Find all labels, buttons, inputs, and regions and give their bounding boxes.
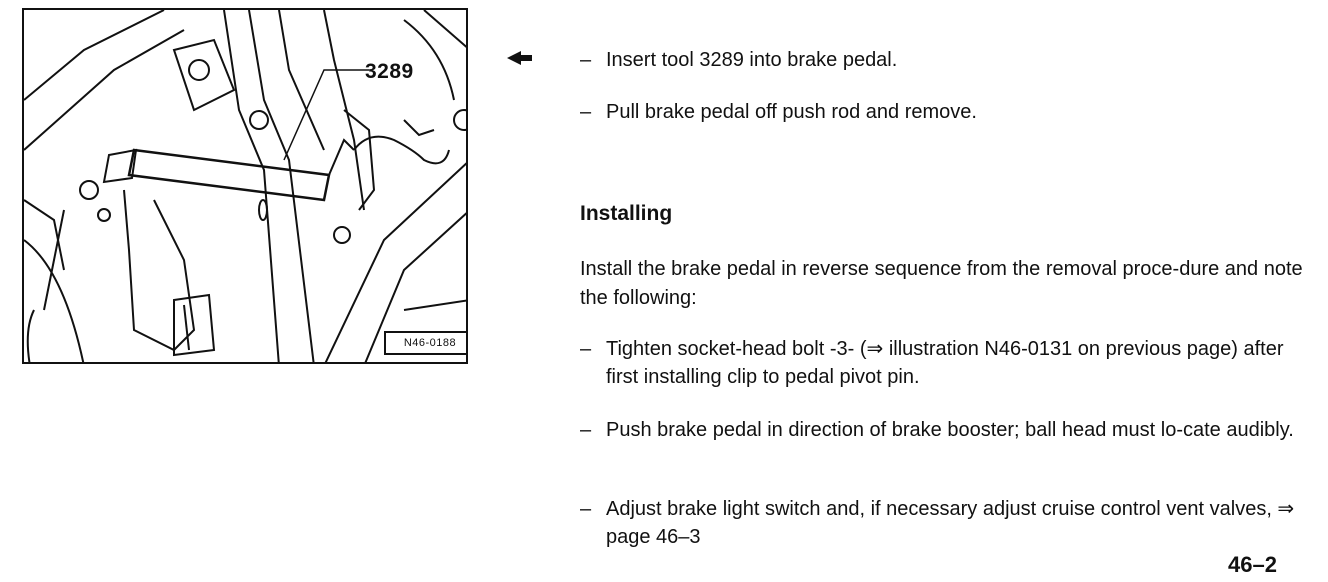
installing-intro: Install the brake pedal in reverse seque… (580, 258, 1303, 309)
step-text: Adjust brake light switch and, if necess… (606, 498, 1295, 548)
step-text: Pull brake pedal off push rod and remove… (606, 101, 977, 123)
bullet-dash: – (580, 498, 592, 520)
tool-number-label: 3289 (365, 60, 414, 83)
step-text: Tighten socket-head bolt -3- (⇒ illustra… (606, 338, 1284, 388)
figure-id-label: N46-0188 (384, 331, 466, 355)
removal-step-2: – Pull brake pedal off push rod and remo… (580, 98, 1315, 126)
bullet-dash: – (580, 49, 592, 71)
illustration-drawing (24, 10, 466, 362)
removal-step-1: – Insert tool 3289 into brake pedal. (580, 46, 1315, 74)
bullet-dash: – (580, 338, 592, 360)
installing-step-1: – Tighten socket-head bolt -3- (⇒ illust… (580, 335, 1315, 391)
bullet-dash: – (580, 419, 592, 441)
bullet-dash: – (580, 101, 592, 123)
step-text: Insert tool 3289 into brake pedal. (606, 49, 898, 71)
pointer-arrow-left-icon (507, 51, 532, 65)
section-heading-installing: Installing (580, 202, 673, 225)
step-text: Push brake pedal in direction of brake b… (606, 419, 1294, 441)
page-number: 46–2 (1228, 552, 1277, 577)
installing-step-2: – Push brake pedal in direction of brake… (580, 416, 1315, 444)
brake-pedal-illustration: N46-0188 (22, 8, 468, 364)
installing-step-3: – Adjust brake light switch and, if nece… (580, 495, 1315, 551)
